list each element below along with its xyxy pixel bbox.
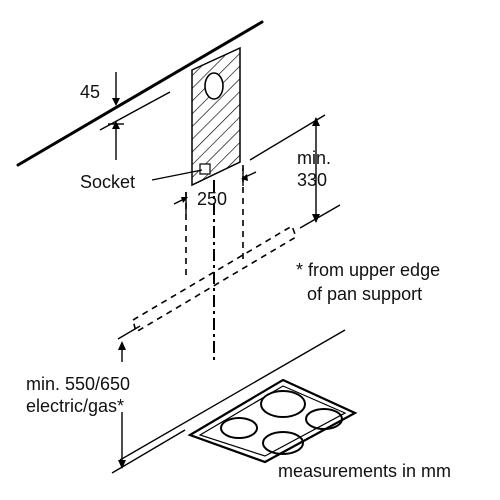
dim-330-ext-top bbox=[249, 114, 326, 161]
label-min-330-line1: min. bbox=[297, 148, 331, 168]
countertop-back-edge bbox=[119, 329, 346, 461]
hob-inner bbox=[198, 385, 347, 457]
vent-opening bbox=[204, 72, 224, 100]
dim-45-ext bbox=[99, 91, 171, 131]
cooking-zone-2 bbox=[305, 408, 343, 430]
label-socket: Socket bbox=[80, 172, 135, 192]
label-units: measurements in mm bbox=[278, 461, 451, 481]
label-min-550-line1: min. 550/650 bbox=[26, 374, 130, 394]
socket-leader bbox=[151, 169, 203, 181]
cooking-zone-4 bbox=[262, 431, 304, 455]
label-250: 250 bbox=[197, 189, 227, 209]
dim-330-arrowhead-bottom bbox=[312, 214, 320, 223]
hob-surface bbox=[187, 378, 358, 464]
dim-250-arrowhead-left bbox=[181, 197, 188, 203]
ceiling-line bbox=[16, 20, 264, 167]
label-note: * from upper edge of pan support bbox=[296, 260, 445, 304]
label-note-line1: * from upper edge bbox=[296, 260, 440, 280]
cooking-zone-3 bbox=[220, 417, 258, 439]
dim-550-arrowhead-bottom bbox=[118, 460, 126, 469]
dim-250-arrowhead-right bbox=[241, 174, 248, 181]
dim-45-arrowhead bbox=[112, 98, 120, 106]
socket-box bbox=[199, 163, 211, 175]
hood-outline bbox=[132, 224, 297, 334]
label-note-line2: of pan support bbox=[307, 284, 422, 304]
label-min-550-line2: electric/gas* bbox=[26, 396, 124, 416]
dim-550-ext-top bbox=[117, 325, 141, 340]
label-45: 45 bbox=[80, 82, 100, 102]
chimney-duct bbox=[191, 46, 241, 187]
dim-550-arrowhead-top bbox=[118, 341, 126, 350]
cooking-zone-1 bbox=[260, 390, 306, 418]
dim-330-ext-bottom bbox=[299, 204, 341, 229]
dim-45-arrowhead-2 bbox=[112, 121, 120, 129]
dim-550-ext-bottom bbox=[111, 429, 186, 474]
label-min-330: min. 330 bbox=[297, 148, 336, 190]
label-min-550-650: min. 550/650 electric/gas* bbox=[26, 374, 135, 416]
dim-330-arrowhead-top bbox=[312, 117, 320, 126]
label-min-330-line2: 330 bbox=[297, 170, 327, 190]
